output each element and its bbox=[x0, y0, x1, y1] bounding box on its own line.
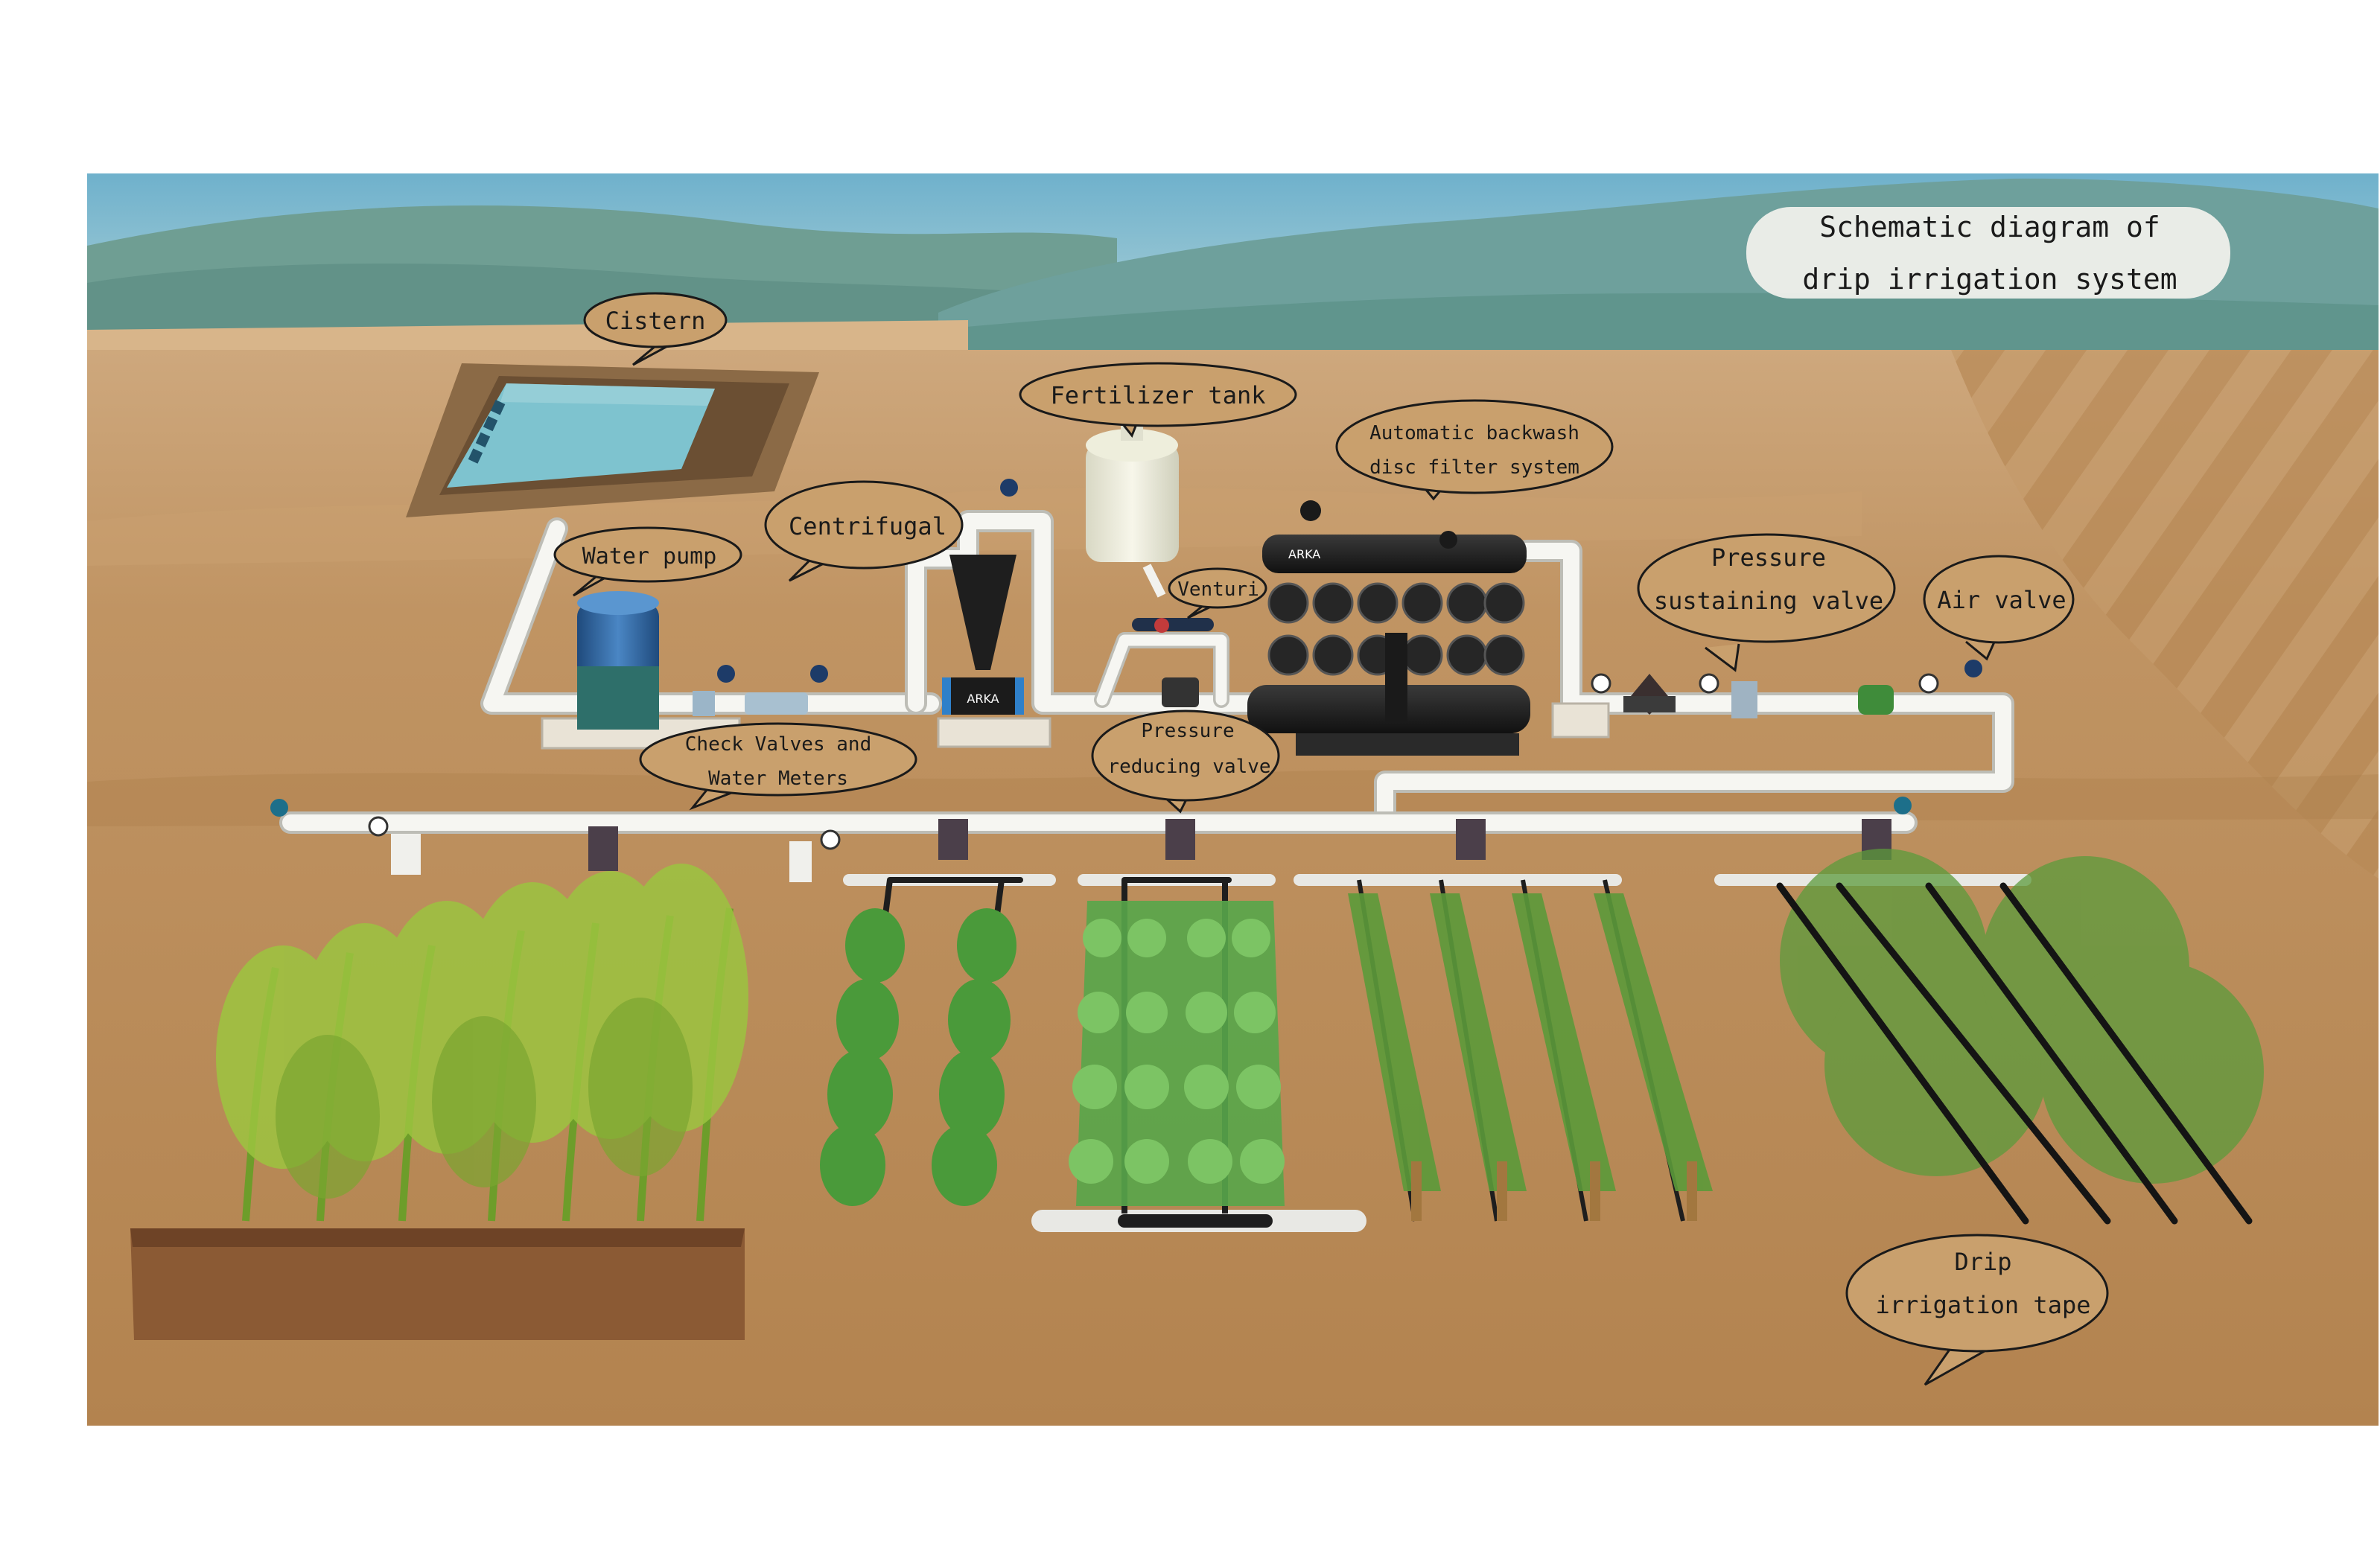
label-pressure-sustaining-line-1: Pressure bbox=[1711, 543, 1826, 572]
centrifugal-pad bbox=[937, 717, 1051, 748]
cistern bbox=[406, 363, 819, 517]
filter-pad bbox=[1551, 702, 1610, 739]
callout-check-valves: Check Valves and Water Meters bbox=[639, 722, 917, 811]
label-air-valve: Air valve bbox=[1937, 586, 2066, 614]
callout-pressure-sustaining: Pressure sustaining valve bbox=[1637, 533, 1896, 672]
callout-venturi: Venturi bbox=[1168, 567, 1267, 619]
distribution-header bbox=[270, 797, 1912, 882]
vineyard-rows bbox=[1348, 879, 1713, 1222]
label-pressure-sustaining-line-2: sustaining valve bbox=[1654, 587, 1883, 615]
callout-centrifugal: Centrifugal bbox=[764, 480, 964, 582]
callout-drip-tape: Drip irrigation tape bbox=[1845, 1234, 2109, 1386]
label-water-pump: Water pump bbox=[582, 543, 717, 570]
title-line-1: Schematic diagram of bbox=[1819, 211, 2160, 243]
orchard-rows bbox=[1776, 849, 2264, 1225]
label-fertilizer-tank: Fertilizer tank bbox=[1051, 381, 1266, 409]
label-pressure-reducing-line-2: reducing valve bbox=[1107, 756, 1270, 778]
venturi-injector bbox=[1132, 618, 1214, 707]
air-valve bbox=[1858, 660, 1982, 715]
check-valves-meters bbox=[693, 665, 828, 716]
label-cistern: Cistern bbox=[605, 307, 706, 335]
label-centrifugal: Centrifugal bbox=[789, 512, 946, 540]
label-check-valves-line-1: Check Valves and bbox=[685, 733, 871, 756]
water-pump bbox=[577, 591, 659, 730]
filter-brand: ARKA bbox=[1288, 547, 1320, 561]
label-filter-line-1: Automatic backwash bbox=[1369, 422, 1579, 444]
submain-lines bbox=[843, 874, 2031, 1232]
centrifugal-filter: ARKA bbox=[942, 479, 1024, 715]
corn-field bbox=[130, 864, 748, 1340]
callouts: Cistern Water pump Centrifugal Fertilize… bbox=[553, 292, 2109, 1386]
pressure-sustaining-valve bbox=[1591, 673, 1757, 718]
callout-fertilizer-tank: Fertilizer tank bbox=[1019, 362, 1297, 438]
disc-filter-system: ARKA bbox=[1247, 500, 1530, 756]
fertilizer-tank bbox=[1086, 424, 1179, 598]
callout-cistern: Cistern bbox=[583, 292, 728, 366]
title-line-2: drip irrigation system bbox=[1802, 263, 2177, 296]
label-pressure-reducing-line-1: Pressure bbox=[1141, 720, 1234, 742]
callout-water-pump: Water pump bbox=[553, 526, 742, 597]
title-banner: Schematic diagram of drip irrigation sys… bbox=[1746, 207, 2230, 299]
label-venturi: Venturi bbox=[1177, 578, 1259, 601]
label-check-valves-line-2: Water Meters bbox=[708, 768, 848, 790]
seedling-rows bbox=[820, 879, 1016, 1206]
label-drip-tape-line-1: Drip bbox=[1954, 1248, 2011, 1276]
label-drip-tape-line-2: irrigation tape bbox=[1876, 1291, 2091, 1319]
lettuce-bed bbox=[1069, 880, 1285, 1213]
callout-disc-filter: Automatic backwash disc filter system bbox=[1335, 399, 1614, 501]
callout-pressure-reducing: Pressure reducing valve bbox=[1091, 709, 1280, 814]
centrifugal-brand: ARKA bbox=[967, 692, 999, 706]
label-filter-line-2: disc filter system bbox=[1369, 456, 1579, 479]
callout-air-valve: Air valve bbox=[1923, 555, 2075, 661]
